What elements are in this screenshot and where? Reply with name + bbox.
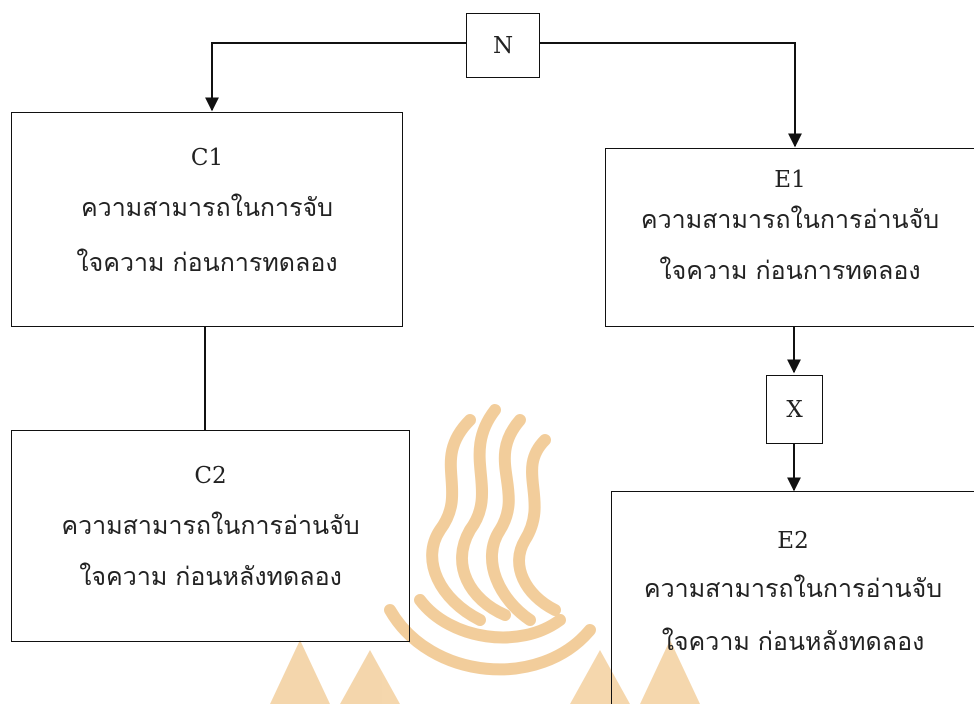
node-c1-code: C1 (190, 145, 224, 171)
node-e1: E1 ความสามารถในการอ่านจับ ใจความ ก่อนการ… (605, 148, 974, 327)
node-c2-code: C2 (194, 463, 227, 489)
node-c2-line2: ใจความ ก่อนหลังทดลอง (79, 561, 342, 591)
node-e1-line1: ความสามารถในการอ่านจับ (640, 205, 940, 234)
node-e1-code: E1 (774, 167, 806, 193)
node-c1-line1: ความสามารถในการจับ (80, 193, 334, 222)
node-c2-line1: ความสามารถในการอ่านจับ (61, 511, 360, 540)
node-n-label: N (492, 32, 514, 59)
node-e2-line1: ความสามารถในการอ่านจับ (643, 574, 943, 603)
node-e2-line2: ใจความ ก่อนหลังทดลอง (661, 626, 925, 656)
edge-n-c1 (205, 42, 466, 112)
node-e1-line2: ใจความ ก่อนการทดลอง (659, 255, 921, 285)
node-x: X (766, 375, 823, 444)
edge-n-e1 (540, 42, 802, 148)
node-x-label: X (786, 396, 803, 423)
node-c1-line2: ใจความ ก่อนการทดลอง (76, 247, 338, 277)
node-c1: C1 ความสามารถในการจับ ใจความ ก่อนการทดลอ… (11, 112, 403, 327)
node-c2: C2 ความสามารถในการอ่านจับ ใจความ ก่อนหลั… (11, 430, 410, 642)
node-e2: E2 ความสามารถในการอ่านจับ ใจความ ก่อนหลั… (611, 491, 974, 704)
node-n: N (466, 13, 540, 78)
node-e2-code: E2 (777, 528, 809, 554)
